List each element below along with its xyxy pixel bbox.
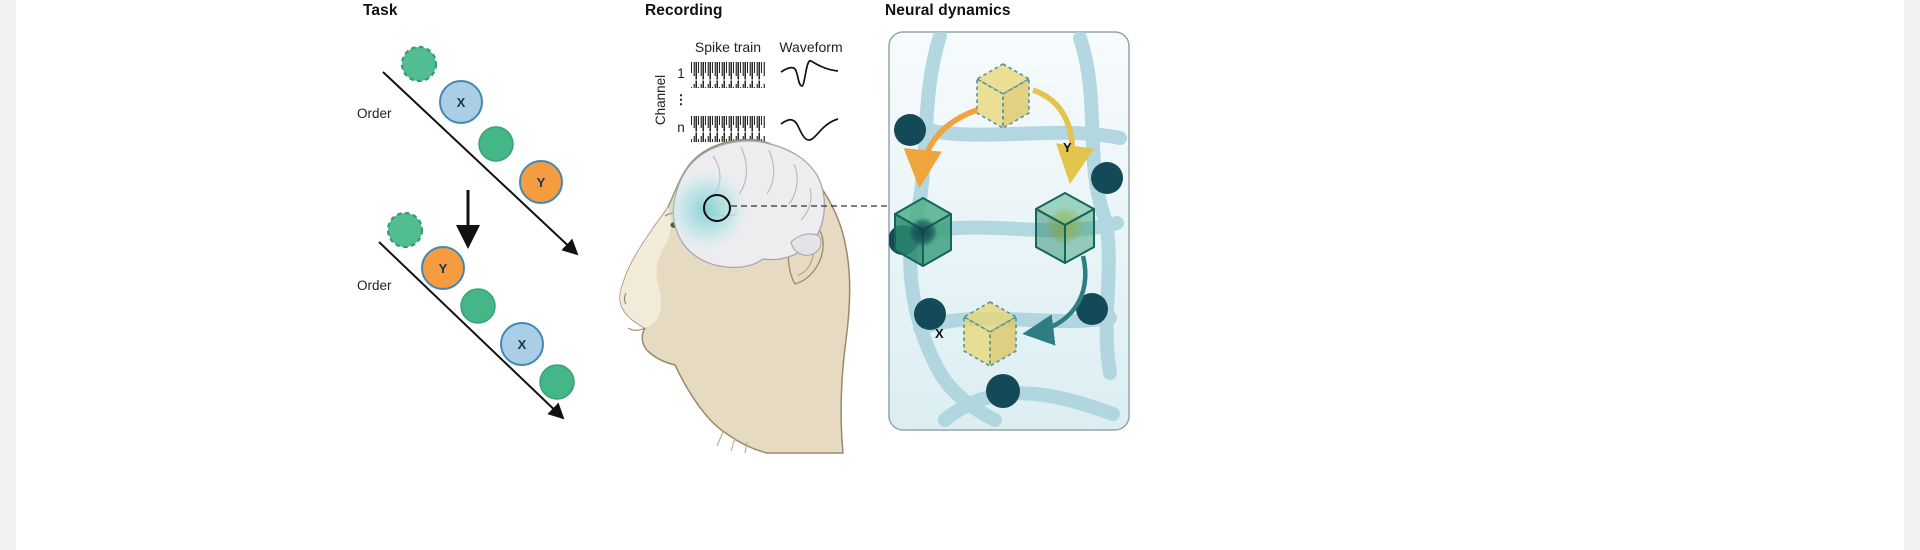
state-y-label: Y	[1063, 140, 1072, 155]
channel-n-label: n	[677, 120, 685, 135]
distractor-item	[460, 288, 496, 324]
waveform-channel-n	[780, 118, 839, 141]
item-y-label: Y	[439, 261, 448, 276]
recording-panel-title: Recording	[645, 2, 723, 19]
network-node	[986, 374, 1020, 408]
monkey-muzzle	[620, 207, 671, 328]
monkey-mouth	[627, 327, 646, 331]
yellow-transition-arrow	[1032, 87, 1095, 185]
channel-1-label: 1	[677, 66, 685, 81]
distractor-item	[539, 364, 575, 400]
item-x-label: X	[457, 95, 466, 110]
teal-transition-arrow	[1022, 255, 1088, 346]
spike-train-channel-1	[691, 62, 765, 88]
orange-transition-arrow	[903, 107, 978, 189]
distractor-item-dashed	[386, 211, 424, 249]
item-x-label: X	[518, 337, 527, 352]
item-x-circle	[500, 322, 544, 366]
ghost-cube-y	[976, 63, 1030, 129]
network-node	[1091, 162, 1123, 194]
spike-train-channel-n	[691, 116, 765, 142]
distractor-item	[478, 126, 514, 162]
network-node	[914, 298, 946, 330]
recording-site-circle	[703, 194, 731, 222]
cerebellum	[790, 233, 822, 256]
distractor-item-dashed	[400, 45, 438, 83]
channel-axis-label: Channel	[653, 75, 668, 125]
sequence1-order-arrow	[382, 71, 579, 256]
item-y-circle	[519, 160, 563, 204]
ghost-cube-x	[963, 301, 1017, 367]
recording-diagram: Spike train Waveform Channel 1 ⋮ n	[619, 39, 891, 454]
neural-panel-title: Neural dynamics	[885, 2, 1011, 19]
network-node	[894, 114, 926, 146]
order-label-2: Order	[357, 278, 392, 293]
task-panel-title: Task	[363, 2, 398, 19]
page-margin-left	[0, 0, 16, 550]
item-x-circle	[439, 80, 483, 124]
waveform-channel-1	[780, 60, 839, 87]
item-y-circle	[421, 246, 465, 290]
waveform-header: Waveform	[779, 39, 842, 55]
monkey-fur-strokes	[716, 431, 748, 454]
monkey-head-illustration	[619, 139, 891, 454]
network-node	[1076, 293, 1108, 325]
task-diagram: Order Order X Y Y X	[357, 45, 579, 420]
channel-ellipsis: ⋮	[674, 92, 688, 107]
spike-train-header: Spike train	[695, 39, 761, 55]
neural-dynamics-panel: Y X	[888, 31, 1130, 431]
state-x-label: X	[935, 326, 944, 341]
monkey-nostril	[623, 292, 627, 305]
active-cube-right	[1035, 192, 1095, 264]
active-cube-left	[894, 197, 952, 267]
dark-activity-blob	[909, 218, 937, 246]
order-label-1: Order	[357, 106, 392, 121]
page-margin-right	[1904, 0, 1920, 550]
item-y-label: Y	[537, 175, 546, 190]
sequence2-order-arrow	[378, 241, 565, 420]
prefrontal-highlight	[665, 168, 749, 252]
